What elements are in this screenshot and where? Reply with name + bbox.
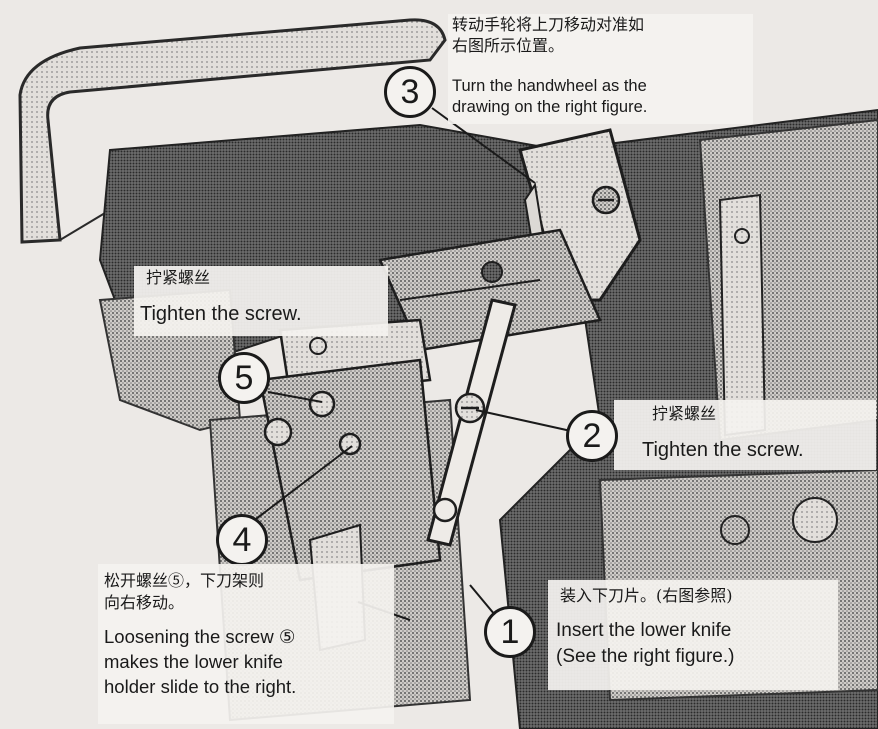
step1-zh: 装入下刀片。(右图参照) (560, 586, 733, 605)
step1-en-line2: (See the right figure.) (556, 646, 735, 667)
step3-zh-line1: 转动手轮将上刀移动对准如 (452, 15, 645, 34)
step4-zh-line2: 向右移动。 (104, 593, 185, 612)
step4-en-line2: makes the lower knife (104, 651, 283, 672)
step4-en: Loosening the screw ⑤ makes the lower kn… (104, 624, 296, 699)
step5-en: Tighten the screw. (140, 303, 302, 325)
step2-label-bg (614, 400, 876, 470)
lower-knife-holder (258, 358, 442, 582)
step5-label-bg (134, 266, 388, 336)
step3-en-line1: Turn the handwheel as the (452, 77, 647, 95)
step3-en-line2: drawing on the right figure. (452, 98, 648, 116)
step1-en: Insert the lower knife (See the right fi… (556, 618, 734, 670)
step3-label-bg (448, 14, 753, 124)
step4-en-line1: Loosening the screw ⑤ (104, 626, 296, 647)
step4-label-bg (98, 564, 394, 724)
step2-en: Tighten the screw. (642, 439, 804, 461)
step4-en-line3: holder slide to the right. (104, 676, 297, 697)
step5-number: 5 (218, 352, 270, 404)
step1-number: 1 (484, 606, 536, 658)
step3-zh: 转动手轮将上刀移动对准如 右图所示位置。 (452, 14, 644, 56)
step1-en-line1: Insert the lower knife (556, 620, 732, 641)
step4-number: 4 (216, 514, 268, 566)
machine-cover (18, 18, 447, 244)
step1-label-bg (548, 580, 838, 690)
step3-en: Turn the handwheel as the drawing on the… (452, 76, 647, 118)
step4-zh: 松开螺丝⑤，下刀架则 向右移动。 (104, 570, 264, 614)
step2-number: 2 (566, 410, 618, 462)
step3-number: 3 (384, 66, 436, 118)
step4-zh-line1: 松开螺丝⑤，下刀架则 (104, 571, 265, 590)
step5-zh: 拧紧螺丝 (146, 268, 211, 287)
step2-zh: 拧紧螺丝 (652, 404, 717, 423)
step3-zh-line2: 右图所示位置。 (452, 36, 565, 55)
